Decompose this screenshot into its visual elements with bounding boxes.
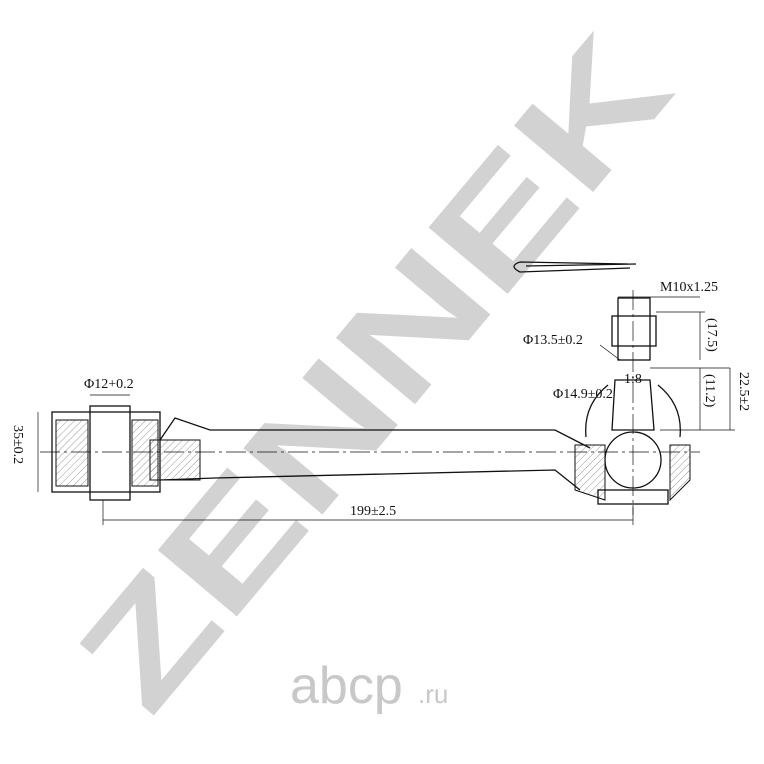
bushing-dia-label: Φ12+0.2 <box>84 377 134 392</box>
dia-13-5-label: Φ13.5±0.2 <box>523 333 583 348</box>
height-17-5-label: (17.5) <box>704 318 719 352</box>
thread-label: M10x1.25 <box>660 280 718 295</box>
cotter-pin <box>513 261 637 273</box>
bushing <box>51 405 201 501</box>
watermark-text: ZENNEK <box>46 4 702 740</box>
ball-joint <box>574 290 691 515</box>
bushing-width-label: 35±0.2 <box>10 425 25 464</box>
height-11-2-label: (11.2) <box>702 374 717 408</box>
logo-tld: .ru <box>418 679 448 709</box>
watermark: ZENNEK <box>46 4 702 740</box>
taper-label: 1:8 <box>624 372 642 387</box>
height-22-5-label: 22.5±2 <box>736 372 751 411</box>
abcp-logo: abcp .ru <box>290 657 448 715</box>
logo-name: abcp <box>290 657 403 715</box>
dimension-lines <box>37 296 735 525</box>
arm <box>40 417 700 491</box>
dia-14-9-label: Φ14.9±0.2 <box>553 387 613 402</box>
length-label: 199±2.5 <box>350 504 396 519</box>
